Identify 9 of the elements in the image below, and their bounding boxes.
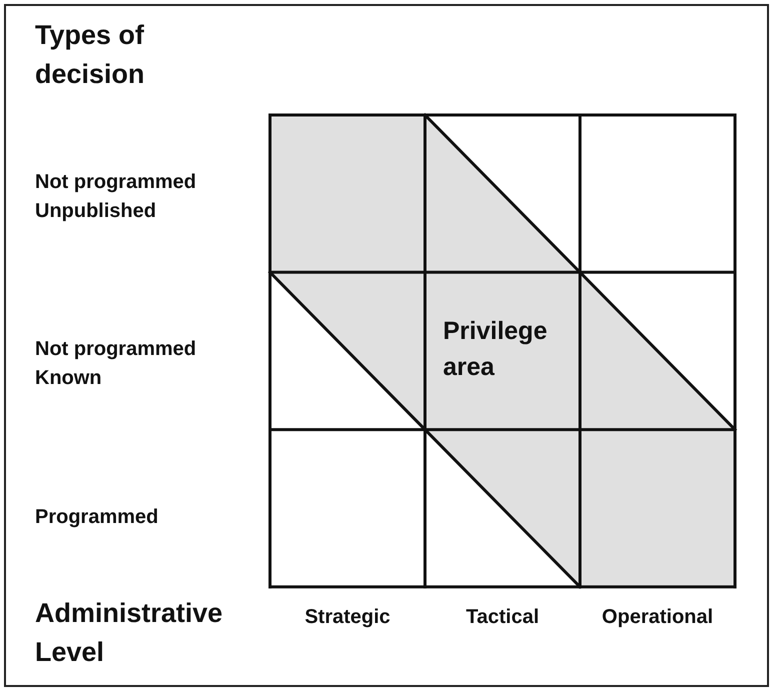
column-label: Tactical bbox=[465, 605, 540, 630]
axis-title: Types of decision bbox=[35, 19, 146, 92]
row-label: Programmed bbox=[35, 505, 160, 530]
region-label: Privilege area bbox=[443, 316, 548, 384]
row-label: Not programmed Unpublished bbox=[35, 170, 198, 224]
column-label: Strategic bbox=[304, 605, 392, 630]
column-label: Operational bbox=[600, 605, 714, 630]
axis-title: Administrative Level bbox=[35, 597, 224, 670]
row-label: Not programmed Known bbox=[35, 337, 198, 391]
